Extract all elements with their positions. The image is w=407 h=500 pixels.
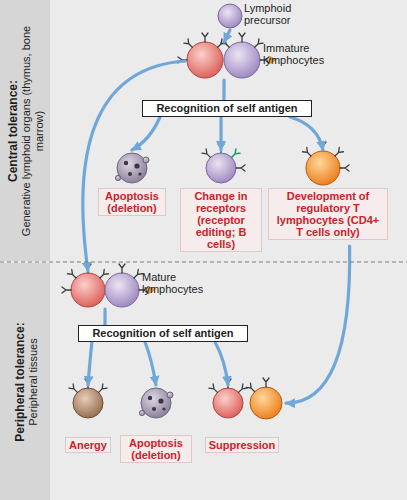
apoptotic-fragment: [124, 161, 128, 165]
flow-arrow: [145, 342, 156, 385]
receptor: [253, 39, 264, 50]
outcome-label-wrap: Suppression: [198, 435, 286, 453]
outcome-node: Anergy: [60, 385, 116, 455]
receptor: [119, 264, 125, 273]
receptor: [69, 384, 80, 395]
flow-arrow: [132, 117, 160, 150]
flow-arrow: [219, 117, 222, 150]
outcome-label: Change in receptors (receptor editing; B…: [180, 188, 262, 252]
receptor: [202, 149, 213, 160]
box-text: Recognition of self antigen: [143, 101, 311, 116]
receptor: [236, 165, 245, 171]
band-heading: Central tolerance:: [5, 79, 19, 181]
recognition-box: Recognition of self antigen: [78, 325, 248, 342]
receptor: [236, 384, 247, 395]
tolerance-band: Peripheral tolerance:Peripheral tissues: [0, 263, 50, 500]
outcome-label: Development of regulatory T lymphocytes …: [268, 188, 388, 240]
cell-label: Lymphoid precursor: [244, 2, 314, 26]
tolerance-band: Central tolerance:Generative lymphoid or…: [0, 0, 50, 261]
receptor: [96, 384, 107, 395]
cell-label: Immature lymphocytes: [263, 42, 325, 66]
outcome-label-wrap: Development of regulatory T lymphocytes …: [268, 188, 388, 240]
apoptotic-bleb: [167, 392, 173, 398]
apoptotic-fragment: [128, 172, 132, 176]
band-subtitle: Peripheral tissues: [26, 338, 39, 425]
outcome-label-wrap: Apoptosis (deletion): [98, 188, 166, 216]
cell-group: Lymphoid precursor: [214, 2, 314, 30]
outcome-label: Apoptosis (deletion): [120, 435, 192, 463]
band-subtitle: Generative lymphoid organs (thymus, bone…: [19, 10, 45, 251]
section-divider: [0, 262, 407, 263]
cell-caption: Immature lymphocytes: [263, 42, 325, 66]
precursor-cell: [218, 4, 242, 28]
cell-label: Mature lymphocytes: [142, 271, 218, 295]
receptor: [202, 33, 208, 42]
apoptotic-bleb: [143, 157, 149, 163]
edited-receptor: [229, 149, 240, 160]
receptor: [209, 384, 220, 395]
outcome-label-wrap: Anergy: [60, 435, 116, 453]
recognition-box: Recognition of self antigen: [142, 100, 312, 117]
apoptotic-fragment: [148, 396, 152, 400]
receptor: [98, 270, 109, 281]
flow-arrow: [215, 342, 228, 385]
apoptotic-cell: [117, 153, 147, 183]
outcome-label: Suppression: [205, 437, 280, 453]
receptor: [303, 148, 314, 159]
apoptotic-fragment: [138, 172, 141, 175]
receptor: [263, 378, 269, 387]
flow-arrow: [290, 117, 323, 150]
outcome-label-wrap: Apoptosis (deletion): [120, 435, 192, 463]
cell-caption: Mature lymphocytes: [142, 271, 218, 295]
cell-group: Immature lymphocytes: [185, 42, 325, 80]
receptor: [246, 383, 257, 394]
box-text: Recognition of self antigen: [79, 326, 247, 341]
flow-arrow: [103, 309, 106, 325]
receptor: [239, 33, 245, 42]
outcome-node: Suppression: [198, 385, 286, 455]
apoptotic-fragment: [134, 163, 139, 168]
apoptotic-bleb: [115, 175, 120, 180]
outcome-label: Anergy: [65, 437, 111, 453]
band-label: Peripheral tolerance:Peripheral tissues: [0, 263, 50, 500]
receptor: [340, 165, 349, 171]
cell-group: Mature lymphocytes: [68, 271, 218, 309]
apoptotic-fragment: [158, 398, 163, 403]
receptor: [62, 287, 71, 293]
outcome-node: Apoptosis (deletion): [120, 385, 192, 470]
flow-arrow: [88, 342, 92, 385]
apoptotic-fragment: [152, 407, 156, 411]
receptor: [132, 270, 143, 281]
flow-arrow: [224, 30, 230, 42]
band-label: Central tolerance:Generative lymphoid or…: [0, 0, 50, 261]
receptor: [333, 148, 344, 159]
outcome-node: Development of regulatory T lymphocytes …: [268, 150, 388, 246]
receptor: [68, 270, 79, 281]
apoptotic-fragment: [162, 407, 165, 410]
band-heading: Peripheral tolerance:: [12, 322, 26, 441]
flow-arrow: [222, 80, 225, 100]
apoptotic-bleb: [139, 410, 144, 415]
outcome-label: Apoptosis (deletion): [98, 188, 166, 216]
receptor: [184, 39, 195, 50]
flow-arrow: [83, 61, 185, 271]
outcome-node: Change in receptors (receptor editing; B…: [180, 150, 262, 250]
apoptotic-cell: [141, 388, 171, 418]
outcome-node: Apoptosis (deletion): [98, 150, 166, 216]
cell-caption: Lymphoid precursor: [244, 2, 314, 26]
outcome-label-wrap: Change in receptors (receptor editing; B…: [180, 188, 262, 252]
flow-arrow: [286, 246, 350, 403]
